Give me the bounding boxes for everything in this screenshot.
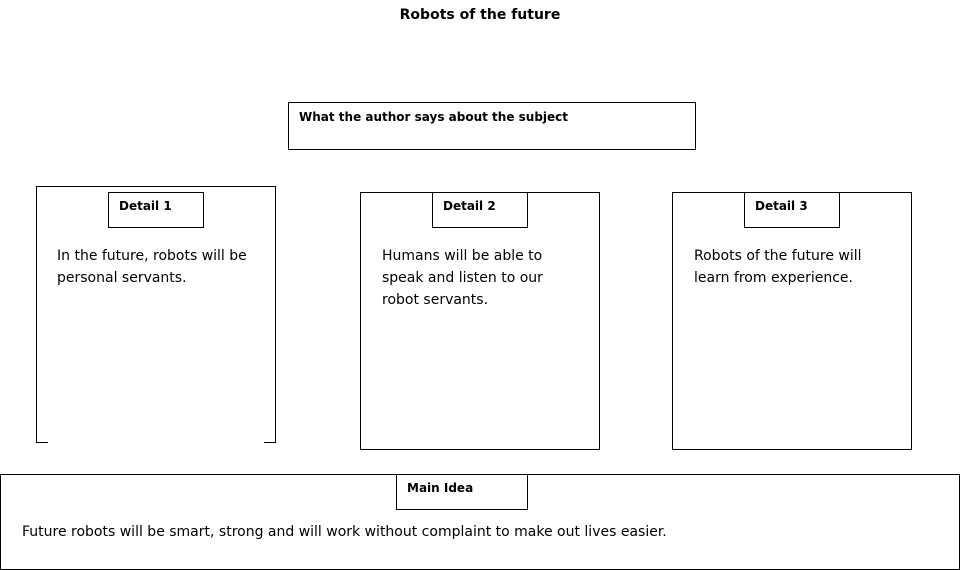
detail-1-label: Detail 1	[108, 192, 204, 228]
subject-label: What the author says about the subject	[299, 110, 569, 124]
detail-3-text: Robots of the future will learn from exp…	[694, 248, 862, 286]
page-title: Robots of the future	[399, 7, 561, 23]
detail-2-label: Detail 2	[432, 192, 528, 228]
detail-2-text: Humans will be able to speak and listen …	[382, 248, 543, 308]
subject-box: What the author says about the subject	[288, 102, 696, 150]
detail-1-text: In the future, robots will be personal s…	[57, 248, 247, 286]
detail-2-box	[360, 192, 600, 450]
main-idea-label: Main Idea	[396, 474, 528, 510]
detail-1-box	[36, 186, 276, 443]
detail-3-box	[672, 192, 912, 450]
detail-1-border-left-stub	[36, 442, 48, 443]
main-idea-text: Future robots will be smart, strong and …	[22, 524, 667, 540]
detail-3-label: Detail 3	[744, 192, 840, 228]
detail-1-border-right-stub	[264, 442, 276, 443]
